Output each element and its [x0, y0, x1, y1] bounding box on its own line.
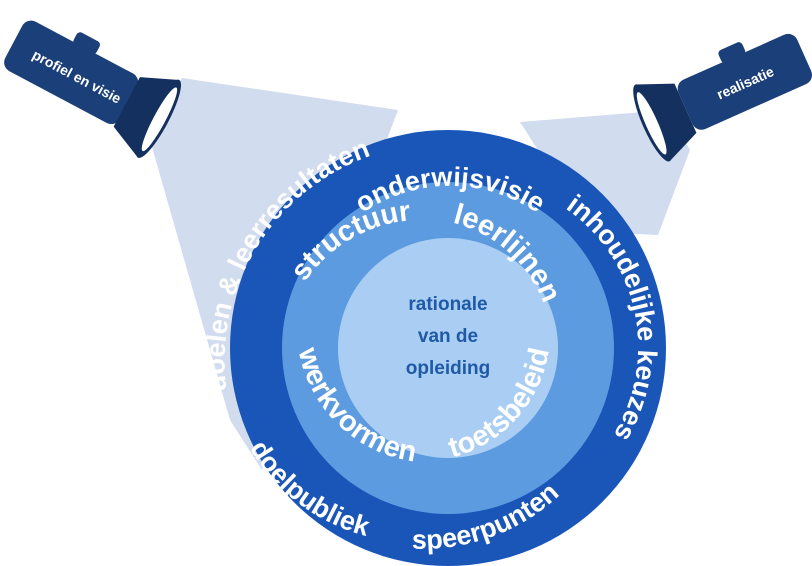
center-line-1: rationale	[408, 294, 487, 315]
center-disc	[338, 238, 558, 458]
right-flashlight-icon: realisatie	[633, 33, 812, 162]
center-line-3: opleiding	[406, 358, 490, 379]
right-beam	[520, 110, 690, 235]
center-line-2: van de	[418, 326, 478, 347]
left-flashlight-icon: profiel en visie	[4, 20, 182, 158]
